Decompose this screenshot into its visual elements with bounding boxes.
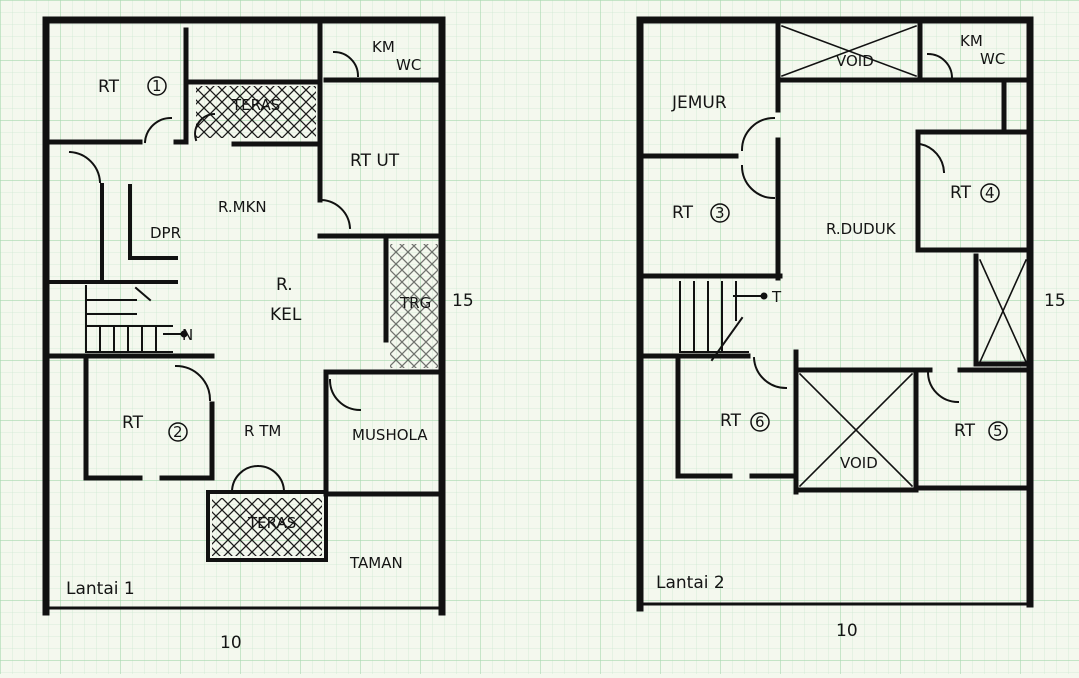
label-rt2-num: 2 <box>173 423 183 441</box>
rt5-number-circle <box>988 421 1008 441</box>
floor2-rt5-walls <box>913 367 1033 491</box>
floor2-outer-wall <box>636 16 1034 612</box>
floor1-door-dpr <box>68 150 102 184</box>
floor1-dpr-walls <box>48 183 178 284</box>
floor2-void-mid-x <box>798 372 914 488</box>
label-void-top: VOID <box>836 52 874 70</box>
floor2-door-rt4 <box>918 142 946 174</box>
label-rt4: RT <box>950 183 972 203</box>
label-rt6: RT <box>720 411 742 431</box>
label-rt5: RT <box>954 421 976 441</box>
floor1-depth-dim: 15 <box>452 291 474 311</box>
floor1-front-door <box>230 464 286 494</box>
floor2-labels: VOID KM WC JEMUR RT 3 R.DUDUK RT 4 T RT … <box>656 32 1066 641</box>
floor1-outer-wall <box>42 16 446 616</box>
floor1-plan <box>42 16 446 616</box>
floor1-rt2-walls <box>43 353 215 481</box>
label-r-duduk: R.DUDUK <box>826 220 897 238</box>
floor2-void-right <box>973 253 1031 367</box>
label-rt-ut: RT UT <box>350 151 400 171</box>
floor2-door-jemur <box>740 116 776 152</box>
label-jemur: JEMUR <box>671 93 727 113</box>
floor2-void-top <box>775 21 923 83</box>
label-rt3: RT <box>672 203 694 223</box>
label-km: KM <box>372 38 395 56</box>
floor1-width-dim: 10 <box>220 633 242 653</box>
floor1-front-teras-hatch <box>212 498 322 556</box>
floor2-void-mid <box>793 367 919 493</box>
floor1-door-rt1 <box>143 116 173 144</box>
label-km-2: KM <box>960 32 983 50</box>
label-rt1: RT <box>98 77 120 97</box>
rt3-number-circle <box>710 203 730 223</box>
floor2-kmwc-walls <box>917 77 1033 133</box>
label-r-kel-2: KEL <box>270 305 302 325</box>
label-r-tm: R TM <box>244 422 281 440</box>
label-wc-2: WC <box>980 50 1005 68</box>
floor2-void-right-x <box>978 258 1028 364</box>
floor1-title: Lantai 1 <box>66 579 135 599</box>
floor1-door-rt2 <box>174 364 212 402</box>
label-void-mid: VOID <box>840 454 878 472</box>
floor2-rt6-walls <box>637 349 799 495</box>
floor1-door-teras <box>194 112 216 142</box>
floor1-rtut-walls <box>231 137 445 239</box>
floor2-door-km <box>926 52 954 80</box>
floor2-door-rt3 <box>740 164 776 200</box>
rt4-number-circle <box>980 183 1000 203</box>
label-rt1-num: 1 <box>152 77 162 95</box>
floor1-trg-walls <box>323 237 445 497</box>
label-rt6-num: 6 <box>755 413 765 431</box>
floor2-void-top-x <box>780 24 918 78</box>
rt1-number-circle <box>147 76 167 96</box>
floor2-depth-dim: 15 <box>1044 291 1066 311</box>
label-trg: TRG <box>399 294 431 312</box>
floor2-jemur-walls <box>637 77 783 281</box>
label-stair-mark-1: N <box>182 326 193 344</box>
floor1-teras-top-hatch <box>196 86 316 138</box>
label-dpr: DPR <box>150 224 181 242</box>
label-r-mkn: R.MKN <box>218 198 267 216</box>
label-rt3-num: 3 <box>715 204 725 222</box>
floor2-title: Lantai 2 <box>656 573 725 593</box>
floor1-door-km <box>332 50 360 78</box>
floor2-stair-dot <box>760 292 768 300</box>
floor2-plan <box>636 16 1034 612</box>
floor1-door-musholla <box>328 378 362 412</box>
rt2-number-circle <box>168 422 188 442</box>
floor1-labels: RT 1 TERAS KM WC RT UT R.MKN DPR R. KEL … <box>66 38 474 653</box>
label-musholla: MUSHOLA <box>352 426 428 444</box>
floor2-door-rt6 <box>752 356 788 390</box>
label-wc: WC <box>396 56 421 74</box>
floor2-door-rt5 <box>926 370 960 404</box>
floor1-rt1-walls <box>43 27 189 145</box>
label-rt2: RT <box>122 413 144 433</box>
floor2-stair <box>679 281 749 362</box>
label-stair-mark-2: T <box>771 288 782 306</box>
floor2-rt4-walls <box>915 129 1033 253</box>
label-taman: TAMAN <box>349 554 403 572</box>
floor1-stair-dot <box>180 330 188 338</box>
label-r-kel-1: R. <box>276 275 293 295</box>
floor1-trg-hatch <box>390 244 438 368</box>
floor1-front-teras <box>206 490 328 562</box>
floor2-width-dim: 10 <box>836 621 858 641</box>
floor1-door-rtut <box>320 198 352 230</box>
label-teras-front: TERAS <box>247 514 296 532</box>
label-teras-top: TERAS <box>231 96 280 114</box>
floor1-teras-top <box>187 21 323 143</box>
rt6-number-circle <box>750 412 770 432</box>
floor1-stair <box>85 285 173 353</box>
label-rt4-num: 4 <box>985 184 995 202</box>
label-rt5-num: 5 <box>993 422 1003 440</box>
